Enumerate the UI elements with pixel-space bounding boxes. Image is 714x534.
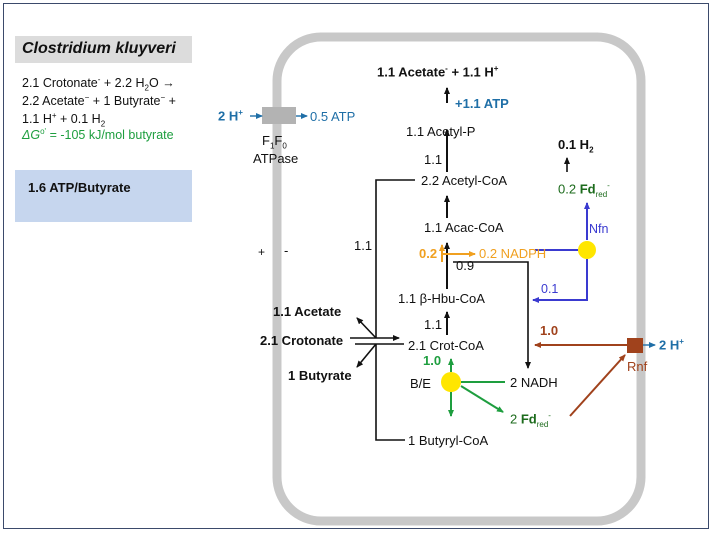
label-acetyl-coa: 2.2 Acetyl-CoA bbox=[421, 173, 507, 188]
label-acetate-out: 1.1 Acetate- + 1.1 H+ bbox=[377, 64, 499, 80]
label-crot-coa: 2.1 Crot-CoA bbox=[408, 338, 484, 353]
label-orange-0-2: 0.2 bbox=[419, 246, 438, 261]
label-rnf: Rnf bbox=[627, 359, 648, 374]
label-acetyl-p: 1.1 Acetyl-P bbox=[406, 124, 476, 139]
arrow-nadph-branch bbox=[453, 261, 531, 369]
label-ext-acetate: 1.1 Acetate bbox=[273, 304, 342, 319]
organism-title: Clostridium kluyveri bbox=[22, 40, 176, 57]
arrow-nfn-0-1 bbox=[532, 259, 588, 303]
label-plus: + bbox=[258, 245, 266, 259]
label-atp-plus: +1.1 ATP bbox=[455, 96, 509, 111]
atpase-block bbox=[262, 107, 296, 124]
label-0-9: 0.9 bbox=[456, 258, 475, 273]
label-acac-coa: 1.1 Acac-CoA bbox=[424, 220, 504, 235]
label-atp-05: 0.5 ATP bbox=[310, 109, 356, 124]
equation-line-1: 2.1 Crotonate- + 2.2 H2O → bbox=[22, 75, 175, 93]
label-nadph: 0.2 NADPH bbox=[479, 246, 547, 261]
line-acetylcoa-transport bbox=[375, 179, 415, 338]
label-atpase: ATPase bbox=[253, 151, 299, 166]
label-h2: 0.1 H2 bbox=[558, 137, 594, 155]
arrow-fd-rnf bbox=[569, 354, 626, 417]
label-nadh: 2 NADH bbox=[510, 375, 558, 390]
label-fd-top: 0.2 Fdred- bbox=[558, 181, 610, 199]
label-1-1-a: 1.1 bbox=[424, 152, 443, 167]
label-butyryl-coa: 1 Butyryl-CoA bbox=[408, 433, 489, 448]
nfn-enzyme bbox=[578, 241, 596, 259]
be-enzyme bbox=[441, 372, 461, 392]
label-ext-crotonate: 2.1 Crotonate bbox=[260, 333, 344, 348]
delta-g-line: ΔGo' = -105 kJ/mol butyrate bbox=[22, 127, 174, 143]
label-purple-0-1: 0.1 bbox=[541, 282, 559, 296]
label-fd-bottom: 2 Fdred- bbox=[510, 411, 551, 429]
arrow-to-butyrate bbox=[356, 343, 377, 368]
label-nfn: Nfn bbox=[589, 222, 609, 236]
arrow-to-acetate bbox=[356, 317, 377, 339]
label-green-1-0: 1.0 bbox=[423, 353, 442, 368]
label-brown-1-0: 1.0 bbox=[540, 323, 559, 338]
rnf-block bbox=[627, 338, 643, 353]
label-1-1-c: 1.1 bbox=[354, 238, 373, 253]
title-box bbox=[15, 36, 192, 63]
label-ext-butyrate: 1 Butyrate bbox=[288, 368, 352, 383]
atp-ratio-box bbox=[15, 170, 192, 222]
atp-ratio-label: 1.6 ATP/Butyrate bbox=[28, 180, 131, 195]
equation-line-2: 2.2 Acetate− + 1 Butyrate− + bbox=[22, 93, 176, 109]
label-f1f0: F1F0 bbox=[262, 133, 287, 151]
equation-line-3: 1.1 H+ + 0.1 H2 bbox=[22, 111, 106, 129]
label-minus: - bbox=[284, 243, 289, 258]
cell-membrane bbox=[272, 32, 646, 526]
label-be: B/E bbox=[410, 376, 431, 391]
line-butyrylcoa-transport bbox=[375, 344, 405, 441]
label-h-rnf: 2 H+ bbox=[659, 337, 684, 353]
label-h-atpase: 2 H+ bbox=[218, 108, 243, 124]
slide-frame bbox=[3, 3, 709, 529]
label-1-1-b: 1.1 bbox=[424, 317, 443, 332]
arrow-be-fd bbox=[460, 385, 504, 413]
label-hbu-coa: 1.1 β-Hbu-CoA bbox=[398, 291, 485, 306]
